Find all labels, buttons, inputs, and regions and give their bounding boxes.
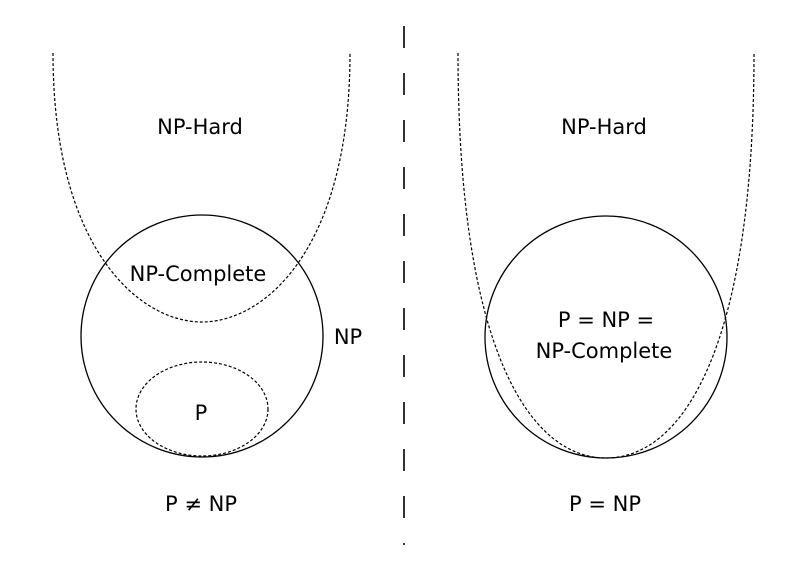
left-caption: P ≠ NP xyxy=(165,492,237,516)
np-hard-region xyxy=(52,52,351,323)
p-np-npc-circle xyxy=(484,215,728,459)
p-ellipse xyxy=(135,361,269,457)
p-label: P xyxy=(195,401,208,425)
merged-label-line1: P = NP = xyxy=(558,308,654,332)
left-panel: NP-Hard NP-Complete NP P P ≠ NP xyxy=(52,52,362,516)
right-panel: NP-Hard P = NP = NP-Complete P = NP xyxy=(457,52,755,516)
np-circle xyxy=(80,214,324,458)
np-complete-label: NP-Complete xyxy=(130,262,267,286)
merged-label-line2: NP-Complete xyxy=(536,339,673,363)
np-hard-label: NP-Hard xyxy=(561,115,647,139)
np-hard-region xyxy=(457,52,755,459)
right-caption: P = NP xyxy=(569,492,641,516)
np-hard-label: NP-Hard xyxy=(157,115,243,139)
np-label: NP xyxy=(334,325,362,349)
